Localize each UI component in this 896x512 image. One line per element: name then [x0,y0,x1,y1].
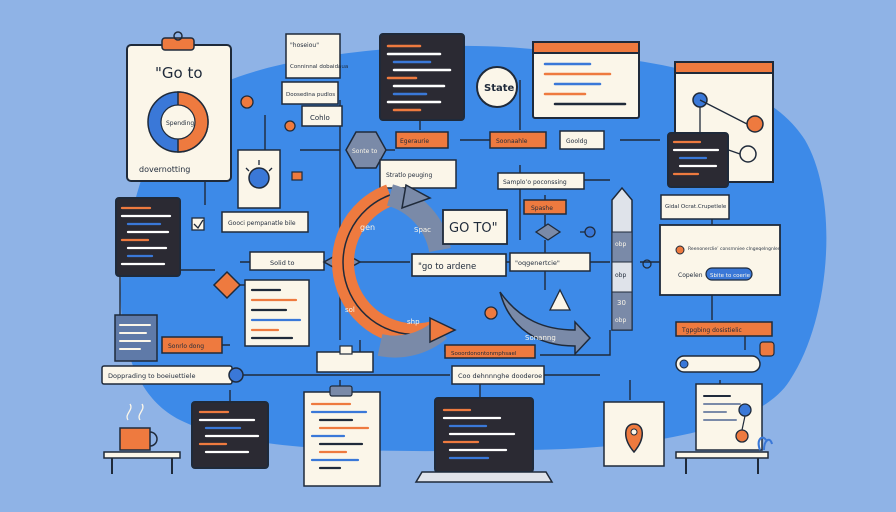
gen-loop-label: gen [360,223,375,232]
goto-box: GO TO" [442,209,508,245]
dialog-window: Reenonerclie’ consrnniee clngeqelngnlen … [659,224,781,296]
svg-text:obp: obp [615,317,626,324]
svg-text:Dopprading to boeiuettiele: Dopprading to boeiuettiele [108,372,195,380]
svg-text:obp: obp [615,241,626,248]
gen-orange-label: Egeraurie [395,131,449,149]
svg-text:Gidal Ocrat.Crupetlele: Gidal Ocrat.Crupetlele [665,204,727,210]
donut-chart-icon [147,91,209,153]
genertcie-box: "oqgenertcie" [509,252,591,272]
svg-text:Sbite to coerie: Sbite to coerie [710,273,751,279]
svg-text:obp: obp [615,272,626,279]
svg-text:Sooordonontonmphsael: Sooordonontonmphsael [451,351,517,357]
svg-text:Egeraurie: Egeraurie [400,138,429,145]
donut-label: Spending [166,120,194,127]
svg-text:Reenonerclie’ consrnniee clnge: Reenonerclie’ consrnniee clngeqelngnlen [688,246,781,252]
svg-text:Stratlo peuging: Stratlo peuging [386,172,432,179]
goold-box: Gooldg [559,130,605,150]
code-panel-top [379,33,465,121]
triangle-node [548,288,572,311]
sampling-box: Samplo’o poconssing [497,172,585,190]
orange-node [484,306,498,320]
small-diamond [534,223,562,241]
shp-loop-label: shp [407,318,420,326]
hexagon-node: Sonte to [345,131,387,169]
code-panel-bottom-left [191,401,269,469]
sol-loop-label: sol [345,306,355,314]
svg-text:Soonaahle: Soonaahle [496,138,528,145]
checkbox-icon [191,217,205,231]
solid-to-box: Solid to [249,251,325,271]
depending-box: Dopprading to boeiuettiele [101,365,233,385]
node-circle-left [228,367,244,383]
small-code-label-box: Gooci pempanatle bile [221,211,309,233]
svg-text:"go to ardene: "go to ardene [418,262,476,272]
goto-alone-box: "go to ardene [411,253,507,277]
stack-c-card: Stratlo peuging [379,159,457,189]
list-card-bottom [303,385,381,487]
circular-arrow-loop [332,183,457,358]
svg-text:GO TO": GO TO" [449,221,498,236]
targeting-pill: Tgpgbing dosistielic [675,321,773,337]
gear-icon [240,95,254,109]
top-note-stack: "hoseiou" Conninnal dobaidaua Doosedina … [281,33,348,127]
status-pill-right [675,341,775,373]
state-node: State [476,66,518,108]
svg-text:Tgpgbing dosistielic: Tgpgbing dosistielic [681,327,742,334]
gidal-box: Gidal Ocrat.Crupetlele [660,194,730,220]
spac-loop-label: Spac [414,226,431,234]
svg-text:Solid to: Solid to [270,259,294,267]
bridge-node [316,345,374,373]
clipboard-caption: dovernotting [139,165,190,174]
svg-text:Spashe: Spashe [531,205,553,212]
desk-left [103,451,181,474]
laptop-icon [414,397,554,483]
svg-text:Samplo’o poconssing: Samplo’o poconssing [503,179,567,186]
gear-icon-2 [284,120,296,132]
svg-text:Gooldg: Gooldg [566,138,587,145]
browser-window-top [532,41,640,119]
svg-text:Sonrlo dong: Sonrlo dong [168,343,204,350]
stack-b-label: Cohlo [310,114,330,122]
con-der-box: Coo dehnnnghe dooderoe [451,365,545,385]
decision-diamond-left [212,270,242,300]
code-panel-right [667,132,729,188]
soonahle-pill: Soonaahle [489,131,547,149]
cooordnal-pill: Sooordonontonmphsael [444,344,536,359]
list-card-left [244,279,310,347]
desk-right [675,451,769,474]
svg-text:Sonanng: Sonanng [525,334,556,342]
map-pin-card [603,401,665,467]
svg-text:30: 30 [617,299,626,307]
svg-text:Coo dehnnnghe dooderoe: Coo dehnnnghe dooderoe [458,372,542,380]
hexagon-label: Sonte to [352,148,378,155]
background-blob [120,45,827,452]
sonrlo-pill: Sonrlo dong [161,336,223,354]
state-label: State [484,83,515,94]
svg-text:"oqgenertcie": "oqgenertcie" [515,259,560,267]
small-ring [642,259,652,269]
stack-a-label: Doosedina pudlos [286,92,335,98]
doc-flow-card [695,383,763,451]
idea-card [237,149,281,209]
clipboard-title: "Go to [155,64,203,82]
svg-text:Gooci pempanatle bile: Gooci pempanatle bile [228,220,296,227]
blue-doc-stack [114,314,158,362]
clipboard-card: "Go to Spending dovernotting [126,31,232,182]
plant-icon [757,436,773,451]
coffee-cup-icon [119,403,158,451]
search-icon [580,226,596,238]
small-orange-marker [291,171,303,181]
vertical-pillar: obp obp 30 obp [611,186,633,331]
big-arrow: Sonanng [499,291,592,356]
top-note-subtitle: Conninnal dobaidaua [290,64,348,70]
top-note-title: "hoseiou" [290,42,319,49]
code-panel-left [115,197,181,277]
spashe-pill: Spashe [523,199,567,215]
svg-text:Copelen: Copelen [678,272,703,279]
